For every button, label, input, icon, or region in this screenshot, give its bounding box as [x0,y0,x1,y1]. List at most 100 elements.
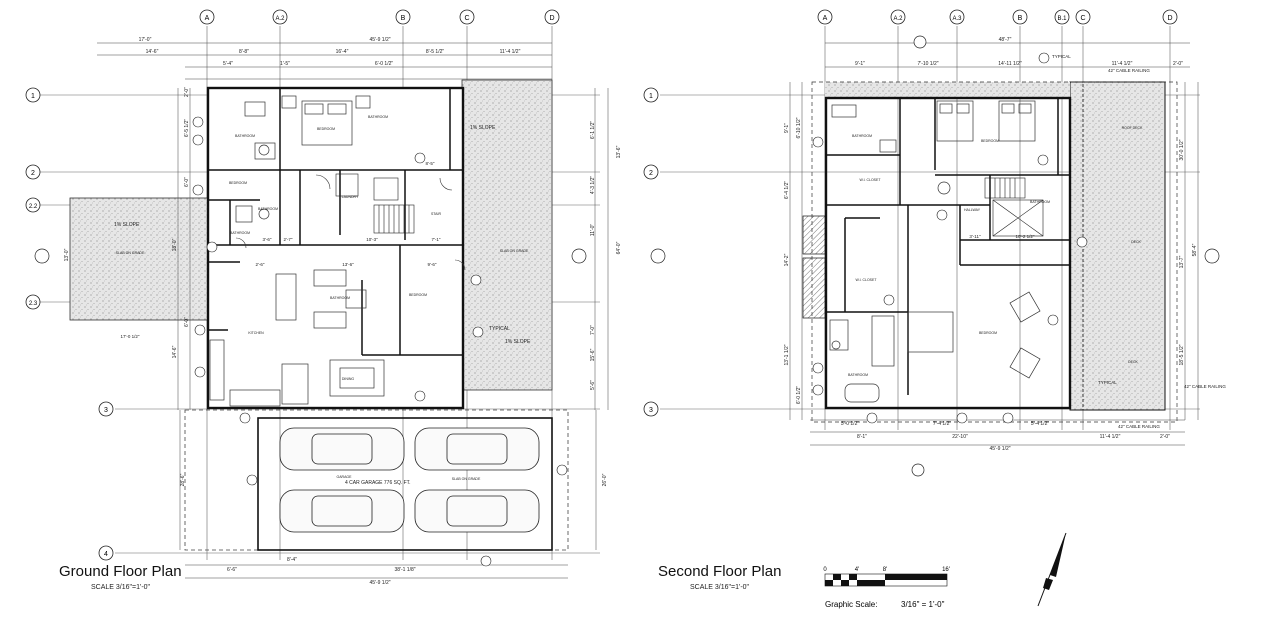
ground-col-bubble-label: A [205,15,210,22]
dim-text: 6'-0" [184,317,190,327]
dim-text: 11'-4 1/2" [1100,434,1121,440]
section-marker-icon [571,248,587,264]
room-label: W.I. CLOSET [859,178,881,182]
dim-text: 6'-0" [184,177,190,187]
dim-text: 14'-6" [146,49,159,55]
ground-col-bubble-label: D [549,15,554,22]
room-label: LAUNDRY [342,195,359,199]
room-label: BEDROOM [981,139,999,143]
detail-tag-icon [192,116,204,128]
ground-column-bubbles: A A.2 B C D [199,9,560,25]
dim-text: 6'-6" [227,567,237,573]
dim-text: 38'-1 1/8" [394,567,415,573]
detail-tag-icon [883,294,895,306]
ground-row-bubble-label: 1 [31,93,35,100]
detail-tag-icon [480,555,492,567]
second-section-marker-icons [650,35,1220,477]
ground-dims-misc: 13'-6" 9'-6" 2'-6" 3'-6" 2'-7" 7'-1" 10'… [121,161,441,339]
second-furniture [829,100,1041,403]
detail-tag-icon [936,209,948,221]
ground-floor-plan-scale: SCALE 3/16"=1'-0" [91,584,151,591]
detail-tag-icon [556,464,568,476]
room-label: BATHROOM [258,207,278,211]
ground-dimension-lines [97,42,609,579]
dim-text: 9'-1" [784,123,790,133]
dim-text: 17'-0 1/2" [121,334,140,339]
ground-col-bubble-label: B [401,15,406,22]
dim-text: 10'-3" [366,237,378,242]
scale-tick: 4' [855,567,859,573]
dim-text: 13'-7" [1179,255,1185,268]
dim-text: 8'-1" [857,434,867,440]
ground-slab-left [69,197,209,321]
scale-value: 3/16" = 1'-0" [901,600,945,609]
detail-tag-icon [1038,52,1050,64]
second-row-bubbles: 1 2 3 [643,87,659,417]
dim-text: 18'-5 1/2" [1179,344,1185,365]
ground-floor-plan: A A.2 B C D 1 2 2.2 2.3 3 4 [25,9,622,586]
second-col-bubble-label: A.3 [952,16,962,22]
dim-text: 11'-4 1/2" [1112,61,1133,67]
ground-tag-icons [192,116,568,567]
dim-text: 10'-2 1/2" [1016,234,1035,239]
room-label: BATHROOM [330,296,350,300]
ground-row-bubbles: 1 2 2.2 2.3 3 4 [25,87,114,561]
scale-tick: 0 [823,567,827,573]
room-label: BATHROOM [235,134,255,138]
typical-note: TYPICAL [1052,54,1071,59]
dim-text: 11'-4 1/2" [500,49,521,55]
detail-tag-icon [194,366,206,378]
second-col-bubble-label: D [1167,15,1172,22]
dim-text: 30'-0 1/2" [1179,139,1185,160]
dim-text: 13'-6" [342,262,354,267]
dim-text: 6'-4 1/2" [784,181,790,200]
typical-note: TYPICAL [1098,380,1117,385]
room-label: BATHROOM [852,134,872,138]
ground-section-marker-icons [34,248,587,264]
second-col-bubble-label: A.2 [893,16,903,22]
ground-dims-bottom: 6'-6" 38'-1 1/8" 8'-4" 45'-9 1/2" [227,557,416,586]
dim-text: 8'-8" [239,49,249,55]
second-dims-top: 48'-7" 9'-1" 7'-10 1/2" 14'-11 1/2" 11'-… [855,37,1183,67]
dim-text: 15'-6" [590,348,596,361]
slope-note: 1% SLOPE [505,339,531,345]
ground-stair [335,173,415,234]
second-room-labels: BATHROOM BEDROOM W.I. CLOSET HALLWAY BAT… [848,126,1143,377]
north-arrow-icon [1037,532,1067,607]
dim-text: 6'-10 1/2" [796,117,802,138]
room-label: BEDROOM [409,293,427,297]
second-column-bubbles: A A.2 A.3 B B.1 C D [817,9,1178,25]
second-row-bubble-label: 3 [649,407,653,414]
second-col-bubble-label: C [1080,15,1085,22]
second-col-bubble-label: A [823,15,828,22]
dim-text: 14'-2" [784,253,790,266]
second-col-bubble-label: B.1 [1057,16,1067,22]
room-label: BEDROOM [229,181,247,185]
detail-tag-icon [812,136,824,148]
dim-text: 7'-4 1/2" [933,421,952,427]
room-label: BATHROOM [230,231,250,235]
scale-label: Graphic Scale: [825,600,877,609]
room-label: BATHROOM [1030,200,1050,204]
detail-tag-icon [414,152,426,164]
dim-text: 2'-0" [184,87,190,97]
slope-note: 1% SLOPE [114,222,140,228]
second-row-bubble-label: 2 [649,170,653,177]
garage-cars [279,427,540,533]
dim-text: 14'-11 1/2" [998,61,1022,67]
dim-text: 58'-4" [1192,243,1198,256]
dim-text: 64'-0" [616,241,622,254]
detail-tag-icon [1002,412,1014,424]
section-marker-icon [1204,248,1220,264]
detail-tag-icon [1037,154,1049,166]
detail-tag-icon [472,326,484,338]
room-label: SLAB ON GRADE [500,249,529,253]
second-deck-left-b [802,257,826,319]
room-label: BATHROOM [848,373,868,377]
garage-note: 4 CAR GARAGE 776 SQ. FT. [345,480,411,486]
ground-row-bubble-label: 2.3 [29,301,38,307]
room-label: SLAB ON GRADE [116,251,145,255]
typical-note: TYPICAL [489,326,510,332]
dim-text: 5'-6" [590,380,596,390]
dim-text: 5'-4 1/2" [1031,421,1050,427]
